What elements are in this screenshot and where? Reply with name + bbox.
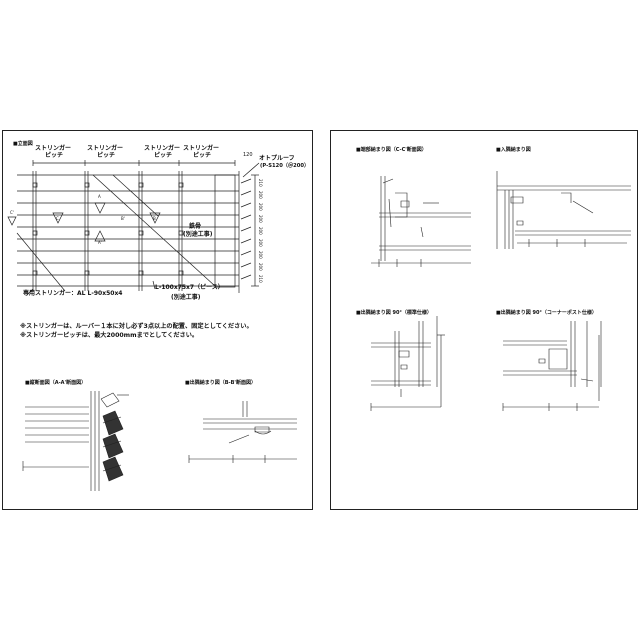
piece-sub: (別途工事) (171, 294, 201, 301)
section-mark-c2: C' (10, 210, 14, 215)
section-mark-a: A (98, 194, 101, 199)
section-mark-b2: B' (121, 216, 125, 221)
column-sub: (別途工事) (183, 231, 213, 238)
note-1: ※ストリンガーは、ルーバー１本に対し必ず3点以上の配置、固定としてください。 (20, 323, 253, 330)
detail-a-title: ■縦断面図（A-A'断面図） (25, 380, 87, 386)
section-mark-b: B (153, 216, 156, 221)
detail-b-drawing (3, 131, 314, 511)
pitch-label-2: ピッチ (97, 152, 116, 159)
elevation-title: ■立面図 (13, 141, 33, 147)
row-dim-5: 200 (258, 227, 263, 235)
pitch-label-4: ピッチ (193, 152, 212, 159)
row-dim-4: 200 (258, 215, 263, 223)
detail-f-title: ■出隅納まり図 90°（コーナーポスト仕様） (496, 310, 597, 316)
pitch-label-3: ピッチ (154, 152, 173, 159)
piece-spec: L-100x75x7（ピース） (155, 284, 224, 291)
detail-e-title: ■出隅納まり図 90°（標準仕様） (356, 310, 432, 316)
section-mark-a2: A' (98, 240, 102, 245)
row-dim-9: 210 (258, 275, 263, 283)
column-label: 鉄骨 (189, 223, 202, 230)
row-dim-7: 200 (258, 251, 263, 259)
section-mark-c: C (56, 216, 59, 221)
product-code: (P-S120（＠200） (260, 163, 310, 169)
row-dim-2: 200 (258, 191, 263, 199)
row-dim-8: 200 (258, 263, 263, 271)
pitch-label-1: ピッチ (45, 152, 64, 159)
stringer-label-3: ストリンガー (144, 145, 181, 152)
product-name: オトプルーフ (259, 155, 295, 162)
detail-e-drawing (331, 131, 639, 511)
detail-d-drawing (331, 131, 639, 511)
stringer-label-2: ストリンガー (87, 145, 124, 152)
detail-b-title: ■出隅納まり図（B-B'断面図） (185, 380, 256, 386)
right-drawing-sheet: ■端部納まり図（C-C'断面図） ■入隅納まり図 (330, 130, 638, 510)
left-drawing-sheet: ■立面図 ストリンガー ピッチ ストリンガー ピッチ ストリンガー ピッチ スト… (2, 130, 313, 510)
elevation-drawing (3, 131, 314, 511)
detail-d-title: ■入隅納まり図 (496, 147, 531, 153)
detail-a-drawing (3, 131, 314, 511)
stringer-spec: 専用ストリンガー：AL L-90x50x4 (23, 290, 123, 297)
row-dim-1: 210 (258, 179, 263, 187)
stringer-label-1: ストリンガー (35, 145, 72, 152)
dim-120: 120 (243, 152, 253, 158)
detail-c-drawing (331, 131, 639, 511)
detail-f-drawing (331, 131, 639, 511)
stringer-label-4: ストリンガー (183, 145, 220, 152)
detail-c-title: ■端部納まり図（C-C'断面図） (356, 147, 427, 153)
note-2: ※ストリンガーピッチは、最大2000mmまでとしてください。 (20, 332, 199, 339)
row-dim-6: 200 (258, 239, 263, 247)
row-dim-3: 200 (258, 203, 263, 211)
